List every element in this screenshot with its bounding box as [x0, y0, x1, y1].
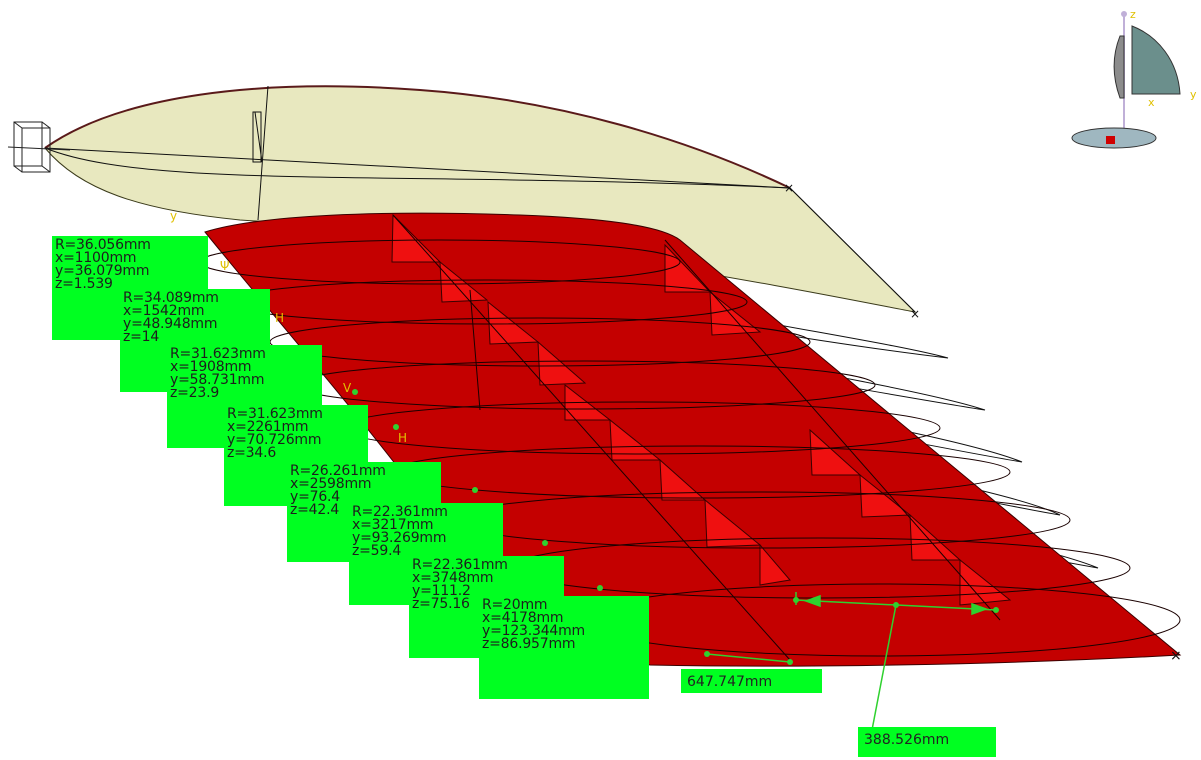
compass-icon[interactable]: z x y	[1068, 6, 1201, 156]
callout-text: z=42.4	[290, 502, 340, 518]
callout-text: R=20mm	[482, 597, 548, 613]
svg-text:V: V	[343, 381, 352, 395]
callout-text: R=22.361mm	[352, 504, 448, 520]
callout-text: x=3217mm	[352, 517, 434, 533]
svg-text:y: y	[170, 209, 177, 223]
callout-text: z=23.9	[170, 385, 220, 401]
callout-text: z=59.4	[352, 543, 402, 559]
svg-text:×: ×	[784, 181, 794, 195]
svg-text:H: H	[398, 431, 407, 445]
callout-text: z=75.16	[412, 596, 470, 612]
callout-text: x=1100mm	[55, 250, 137, 266]
callout-text: x=2261mm	[227, 419, 309, 435]
callout-text: R=31.623mm	[227, 406, 323, 422]
offset-dimension-label[interactable]: 388.526mm	[858, 727, 996, 757]
callout-text: y=70.726mm	[227, 432, 322, 448]
callout-text: R=34.089mm	[123, 290, 219, 306]
callout-text: y=93.269mm	[352, 530, 447, 546]
callout-text: x=1542mm	[123, 303, 205, 319]
compass-z-label: z	[1130, 8, 1136, 21]
callout-text: x=3748mm	[412, 570, 494, 586]
chord-dimension-label[interactable]: 647.747mm	[681, 669, 822, 693]
callout-text: y=58.731mm	[170, 372, 265, 388]
callout-text: z=86.957mm	[482, 636, 576, 652]
svg-text:×: ×	[910, 307, 920, 321]
callout-text: R=26.261mm	[290, 463, 386, 479]
callout-text: x=1908mm	[170, 359, 252, 375]
axis-marker-icon	[7, 121, 71, 173]
callout-text: y=36.079mm	[55, 263, 150, 279]
callout-text: R=36.056mm	[55, 237, 151, 253]
callout-text: y=48.948mm	[123, 316, 218, 332]
upper-wing-leading-edge	[44, 85, 791, 189]
callout-text: y=111.2	[412, 583, 471, 599]
compass-y-label: y	[1190, 88, 1197, 101]
svg-text:H: H	[275, 311, 284, 325]
callout-text: R=22.361mm	[412, 557, 508, 573]
section-callout[interactable]: R=20mm x=4178mm y=123.344mm z=86.957mm	[479, 596, 649, 699]
callout-text: y=123.344mm	[482, 623, 585, 639]
callout-text: x=2598mm	[290, 476, 372, 492]
callout-text: y=76.4	[290, 489, 340, 505]
callout-text: z=1.539	[55, 276, 113, 292]
callout-text: x=4178mm	[482, 610, 564, 626]
svg-text:×: ×	[1170, 648, 1182, 664]
callout-text: z=14	[123, 329, 160, 345]
callout-text: z=34.6	[227, 445, 277, 461]
svg-text:Ψ: Ψ	[220, 259, 229, 273]
callout-text: R=31.623mm	[170, 346, 266, 362]
compass-x-label: x	[1148, 96, 1155, 109]
